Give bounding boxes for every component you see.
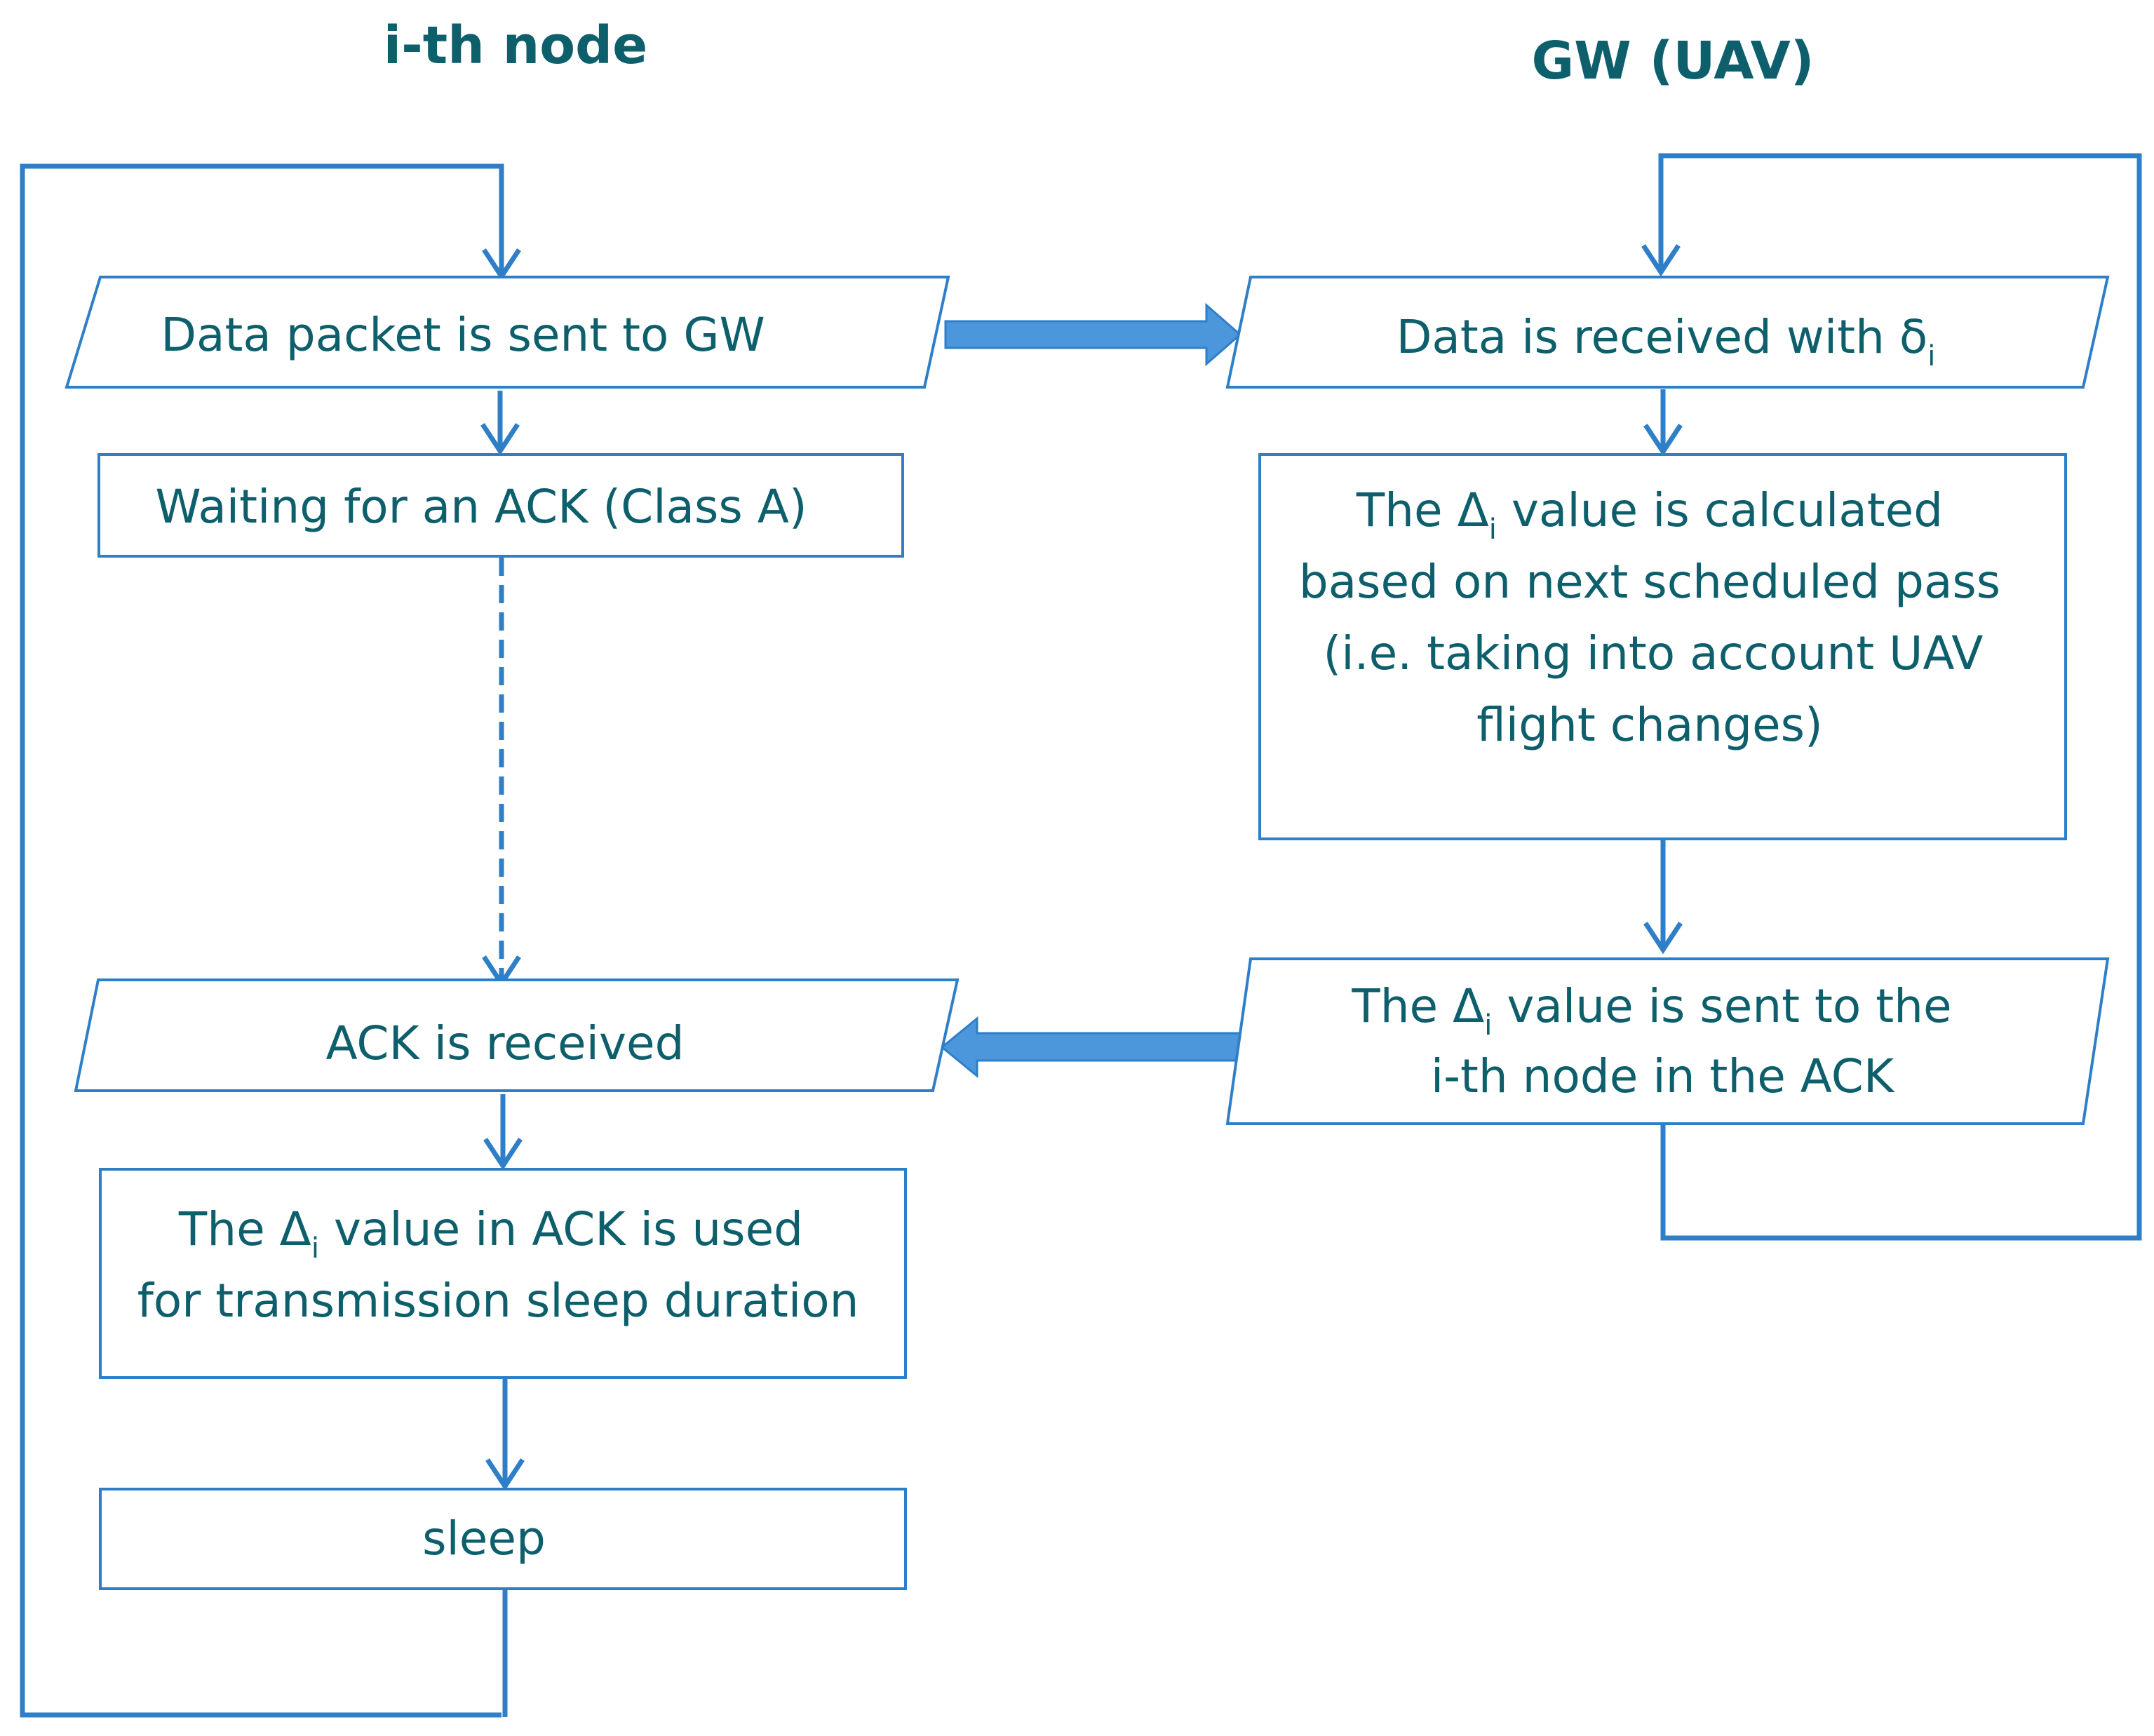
box-waiting-for-ack: Waiting for an ACK (Class A) — [97, 453, 904, 558]
box-data-packet-sent: Data packet is sent to GW — [65, 276, 950, 389]
arrow-ack-to-used-head — [483, 1138, 523, 1171]
box-sleep: sleep — [99, 1488, 907, 1590]
box-delta-used-line1: The Δi value in ACK is used — [178, 1202, 803, 1265]
box-sleep-label: sleep — [422, 1512, 546, 1566]
box-delta-calculated-line1: The Δi value is calculated — [1356, 483, 1943, 546]
title-gw-uav: GW (UAV) — [1531, 31, 1814, 91]
box-data-received-label: Data is received with δi — [1396, 310, 1936, 372]
box-delta-calculated-line2: based on next scheduled pass — [1299, 555, 2000, 609]
right-loop-line — [1658, 153, 2142, 1241]
block-arrow-gw-to-node — [940, 1016, 1243, 1079]
box-delta-calculated: The Δi value is calculated based on next… — [1258, 453, 2067, 840]
box-ack-received-label: ACK is received — [325, 1016, 684, 1070]
arrow-calc-to-sent-head — [1643, 922, 1683, 955]
box-data-packet-sent-label: Data packet is sent to GW — [161, 308, 765, 362]
box-ack-received: ACK is received — [74, 978, 960, 1092]
arrow-sent-to-waiting-head — [480, 423, 520, 456]
box-delta-sent: The Δi value is sent to the i-th node in… — [1225, 957, 2110, 1125]
box-delta-sent-line1: The Δi value is sent to the — [1351, 979, 1951, 1042]
box-delta-sent-line2: i-th node in the ACK — [1431, 1049, 1895, 1103]
box-delta-calculated-line4: flight changes) — [1476, 698, 1823, 752]
left-loop-line — [20, 163, 504, 1718]
box-delta-used: The Δi value in ACK is used for transmis… — [99, 1168, 907, 1379]
block-arrow-node-to-gw — [944, 302, 1242, 367]
box-delta-used-line2: for transmission sleep duration — [137, 1274, 859, 1328]
box-delta-calculated-line3: (i.e. taking into account UAV — [1324, 626, 1984, 680]
title-i-th-node: i-th node — [384, 15, 648, 76]
arrow-used-to-sleep-head — [485, 1458, 525, 1491]
right-loop-arrowhead — [1641, 244, 1681, 277]
box-waiting-for-ack-label: Waiting for an ACK (Class A) — [155, 480, 807, 534]
arrow-received-to-calc-head — [1643, 424, 1683, 457]
box-data-received: Data is received with δi — [1225, 276, 2110, 389]
